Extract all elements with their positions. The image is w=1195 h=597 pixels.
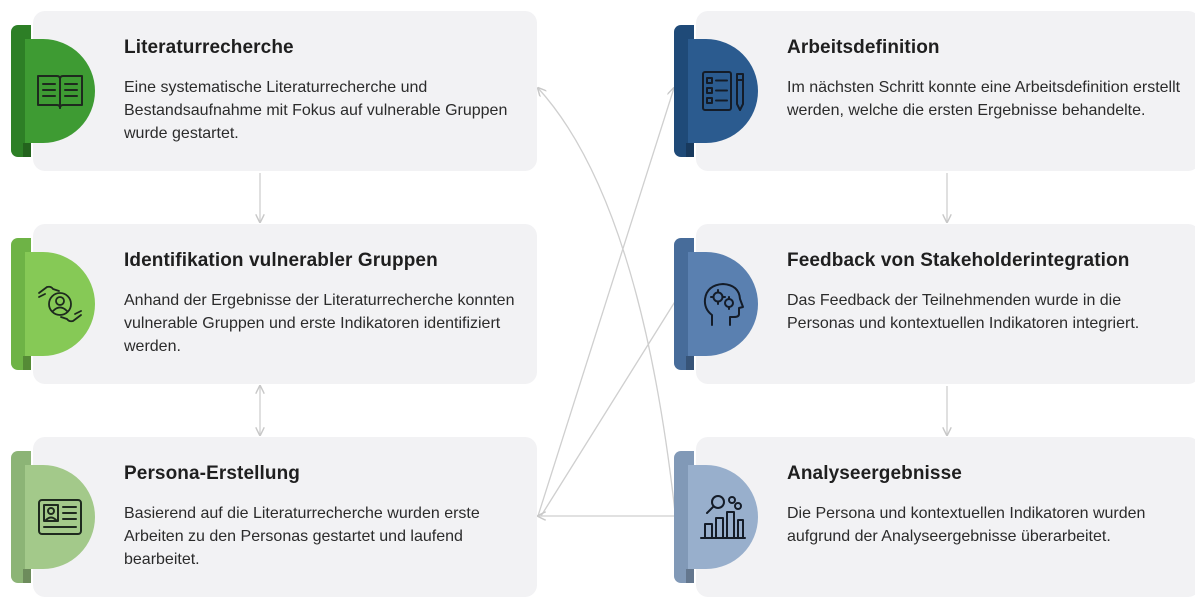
step-title: Persona-Erstellung — [124, 463, 301, 484]
step-title: Arbeitsdefinition — [787, 37, 940, 58]
step-description: Anhand der Ergebnisse der Literaturreche… — [124, 292, 515, 355]
step-description: Die Persona und kontextuellen Indikatore… — [787, 505, 1146, 545]
id-card-icon — [38, 499, 82, 535]
step-title: Feedback von Stakeholderintegration — [787, 250, 1130, 271]
step-title: Analyseergebnisse — [787, 463, 962, 484]
step-card-literaturrecherche — [33, 11, 537, 171]
arrow-persona-to-arbeitsdefinition — [537, 88, 674, 517]
hands-person-icon — [38, 285, 82, 323]
step-card-analyseergebnisse — [696, 437, 1195, 597]
step-description: Das Feedback der Teilnehmenden wurde in … — [787, 292, 1140, 332]
head-gears-icon — [703, 283, 744, 326]
step-card-arbeitsdefinition — [696, 11, 1195, 171]
step-description: Im nächsten Schritt konnte eine Arbeitsd… — [787, 79, 1181, 119]
arrow-analyseergebnisse-to-literaturrecherche — [538, 88, 676, 513]
checklist-pen-icon — [702, 71, 744, 111]
step-title: Literaturrecherche — [124, 37, 294, 58]
step-card-feedback — [696, 224, 1195, 384]
step-title: Identifikation vulnerabler Gruppen — [124, 250, 438, 271]
open-book-icon — [37, 75, 83, 109]
step-card-identifikation — [33, 224, 537, 384]
step-card-persona-erstellung — [33, 437, 537, 597]
analytics-chart-icon — [700, 495, 746, 539]
arrow-persona-to-feedback — [540, 299, 677, 517]
step-description: Eine systematische Literaturrecherche un… — [124, 79, 508, 142]
step-description: Basierend auf die Literaturrecherche wur… — [124, 505, 480, 568]
